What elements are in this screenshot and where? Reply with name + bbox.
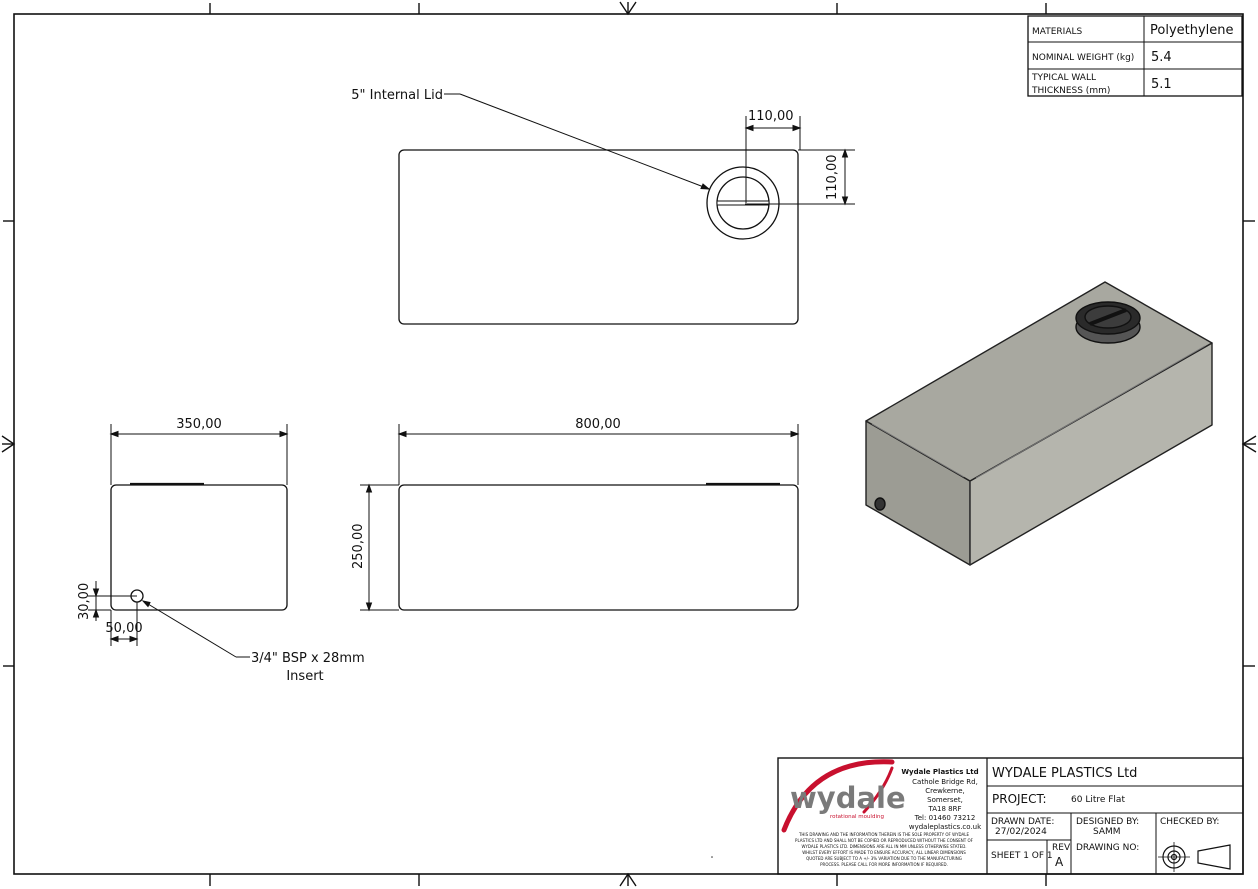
materials-label: MATERIALS: [1032, 27, 1082, 37]
lid-callout-label: 5" Internal Lid: [351, 88, 443, 103]
materials-table: MATERIALS Polyethylene NOMINAL WEIGHT (k…: [1027, 15, 1243, 97]
isometric-view: [865, 281, 1213, 566]
lid-height-dimension: [745, 148, 855, 206]
logo-tagline: rotational moulding: [830, 814, 884, 820]
project-value: 60 Litre Flat: [1071, 795, 1125, 805]
outlet-height-dimension: [88, 581, 137, 621]
disclaimer-line-5: QUOTED ARE SUBJECT TO A +/- 3% VARIATION…: [806, 856, 962, 861]
disclaimer: THIS DRAWING AND THE INFORMATION THEREIN…: [795, 832, 974, 867]
rev-label: REV: [1052, 843, 1071, 853]
disclaimer-line-2: PLASTICS LTD AND SHALL NOT BE COPIED OR …: [795, 838, 974, 843]
drawn-date-label: DRAWN DATE:: [991, 817, 1054, 827]
outlet-callout-line2: Insert: [286, 669, 323, 684]
weight-value: 5.4: [1151, 50, 1172, 65]
front-length-dimension: [397, 424, 800, 485]
title-block-header: WYDALE PLASTICS Ltd: [992, 766, 1137, 781]
outlet-offset-dimension: [109, 602, 139, 646]
rev-value: A: [1055, 855, 1064, 869]
checked-by-label: CHECKED BY:: [1160, 817, 1219, 827]
disclaimer-line-4: WHILST EVERY EFFORT IS MADE TO ENSURE AC…: [802, 850, 966, 855]
stray-mark: [711, 856, 713, 858]
side-width-dimension: [109, 424, 289, 485]
outlet-offset-label: 50,00: [105, 621, 142, 636]
iso-lid-handle: [1089, 308, 1127, 326]
iso-outlet: [874, 497, 886, 511]
side-view: [110, 482, 288, 611]
front-length-label: 800,00: [575, 417, 621, 432]
address-line-3: Somerset,: [927, 796, 963, 804]
address-line-4: TA18 8RF: [928, 805, 962, 813]
wall-label-line2: THICKNESS (mm): [1031, 86, 1110, 96]
front-view: [398, 482, 799, 611]
lid-width-label: 110,00: [748, 109, 794, 124]
project-label: PROJECT:: [992, 792, 1047, 806]
lid-height-label: 110,00: [825, 155, 840, 201]
address-line-2: Crewkerne,: [925, 787, 964, 795]
sheet-label: SHEET 1 OF 1: [991, 851, 1053, 861]
front-height-dimension: [360, 483, 399, 612]
wall-label-line1: TYPICAL WALL: [1031, 73, 1096, 83]
logo-wordmark: wydale: [790, 781, 906, 815]
outlet-callout-leader: [141, 600, 250, 658]
disclaimer-line-1: THIS DRAWING AND THE INFORMATION THEREIN…: [798, 832, 970, 837]
drawing-no-label: DRAWING NO:: [1076, 843, 1139, 853]
projection-symbol-icon: [1158, 842, 1231, 872]
title-block: [777, 757, 1244, 875]
disclaimer-line-3: WYDALE PLASTICS LTD. DIMENSIONS ARE ALL …: [801, 844, 966, 849]
drawn-date-value: 27/02/2024: [995, 827, 1047, 837]
company-address: Wydale Plastics Ltd Cathole Bridge Rd, C…: [901, 768, 982, 831]
lid-width-dimension: [744, 116, 802, 203]
outlet-height-label: 30,00: [77, 583, 92, 620]
weight-label: NOMINAL WEIGHT (kg): [1032, 53, 1134, 63]
lid-outer-circle: [706, 166, 780, 240]
designed-by-value: SAMM: [1093, 827, 1121, 837]
materials-value: Polyethylene: [1150, 23, 1234, 38]
front-height-label: 250,00: [351, 524, 366, 570]
outlet-callout-line1: 3/4" BSP x 28mm: [251, 651, 365, 666]
address-line-1: Cathole Bridge Rd,: [912, 778, 978, 786]
side-width-label: 350,00: [176, 417, 222, 432]
designed-by-label: DESIGNED BY:: [1076, 817, 1139, 827]
wydale-logo: wydale rotational moulding: [781, 759, 906, 833]
company-website: wydaleplastics.co.uk: [909, 823, 982, 831]
company-name: Wydale Plastics Ltd: [901, 768, 978, 776]
disclaimer-line-6: PROCESS. PLEASE CALL FOR MORE INFORMATIO…: [820, 862, 948, 867]
lid-callout-leader: [444, 93, 711, 190]
lid-handle: [716, 200, 770, 206]
wall-value: 5.1: [1151, 77, 1172, 92]
company-telephone: Tel: 01460 73212: [914, 814, 976, 822]
top-view: [398, 149, 799, 325]
